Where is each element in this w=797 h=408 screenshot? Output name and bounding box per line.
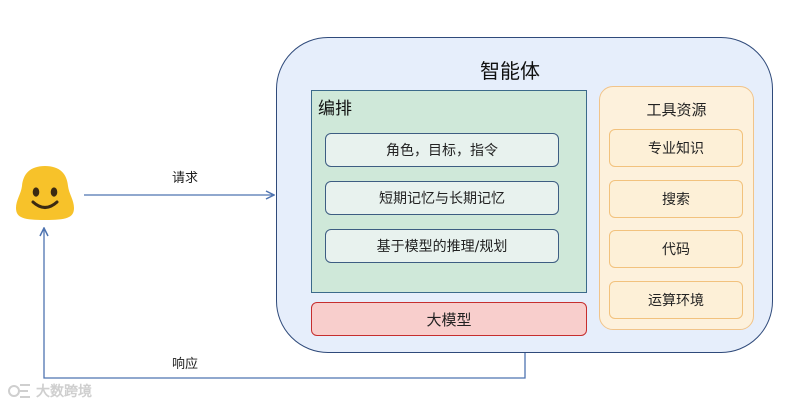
orchestration-title: 编排 xyxy=(318,99,352,119)
orchestration-item-reasoning: 基于模型的推理/规划 xyxy=(325,229,559,263)
smiley-face-icon xyxy=(16,166,74,220)
response-label: 响应 xyxy=(170,353,201,372)
orchestration-item-memory: 短期记忆与长期记忆 xyxy=(325,181,559,215)
watermark: 大数跨境 xyxy=(8,381,92,401)
resource-item-search: 搜索 xyxy=(609,180,743,218)
watermark-text: 大数跨境 xyxy=(36,384,92,400)
resource-item-code: 代码 xyxy=(609,230,743,268)
llm-box: 大模型 xyxy=(311,302,587,336)
logo-icon xyxy=(8,384,30,398)
request-label: 请求 xyxy=(170,167,201,186)
resource-item-environment: 运算环境 xyxy=(609,281,743,319)
resource-item-knowledge: 专业知识 xyxy=(609,129,743,167)
orchestration-item-role-goal: 角色，目标，指令 xyxy=(325,133,559,167)
tool-resources-title: 工具资源 xyxy=(646,100,707,119)
agent-title: 智能体 xyxy=(480,58,540,83)
response-arrow xyxy=(44,228,526,379)
